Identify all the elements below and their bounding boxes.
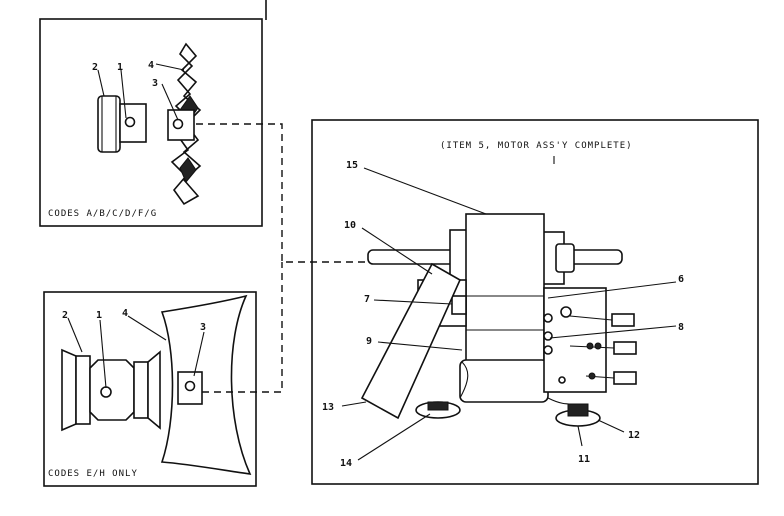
blade-4-bottom (160, 294, 252, 475)
caption-codes-bottom: CODES E/H ONLY (48, 469, 138, 479)
pulley-2 (97, 95, 147, 153)
label-3: 3 (200, 322, 206, 333)
panel-motor-assembly: (ITEM 5, MOTOR ASS'Y COMPLETE) (311, 119, 759, 485)
dashed-connectors (196, 123, 372, 393)
label-11: 11 (578, 454, 590, 465)
switch-plate (543, 287, 607, 393)
label-4: 4 (122, 308, 128, 319)
label-10: 10 (344, 220, 356, 231)
label-8: 8 (678, 322, 684, 333)
panel-codes-abcdfg: 2 1 4 3 CODES A/B/C/D/F/G (39, 18, 263, 227)
foot-11-12 (547, 397, 601, 427)
label-2: 2 (92, 62, 98, 73)
label-2: 2 (62, 310, 68, 321)
label-12: 12 (628, 430, 640, 441)
motor-housing (465, 213, 545, 363)
wire-terminals (569, 313, 637, 385)
panel-bottom-border (43, 291, 257, 487)
label-1: 1 (96, 310, 102, 321)
label-7: 7 (364, 294, 370, 305)
label-3: 3 (152, 78, 158, 89)
label-13: 13 (322, 402, 334, 413)
label-9: 9 (366, 336, 372, 347)
pulley-assembly-bottom (61, 348, 161, 432)
panel-top-border (39, 18, 263, 227)
label-1: 1 (117, 62, 123, 73)
caption-motor: (ITEM 5, MOTOR ASS'Y COMPLETE) (440, 141, 633, 151)
label-15: 15 (346, 160, 358, 171)
caption-codes-top: CODES A/B/C/D/F/G (48, 209, 157, 219)
label-4: 4 (148, 60, 154, 71)
panel-codes-eh: 2 1 4 3 CODES E/H ONLY (43, 291, 257, 487)
panel-motor-border (311, 119, 759, 485)
label-6: 6 (678, 274, 684, 285)
strap-13 (360, 262, 462, 420)
foot-14 (415, 361, 469, 419)
label-14: 14 (340, 458, 352, 469)
motor-lower-housing (459, 359, 549, 403)
hub-3-top-hole (172, 118, 184, 130)
